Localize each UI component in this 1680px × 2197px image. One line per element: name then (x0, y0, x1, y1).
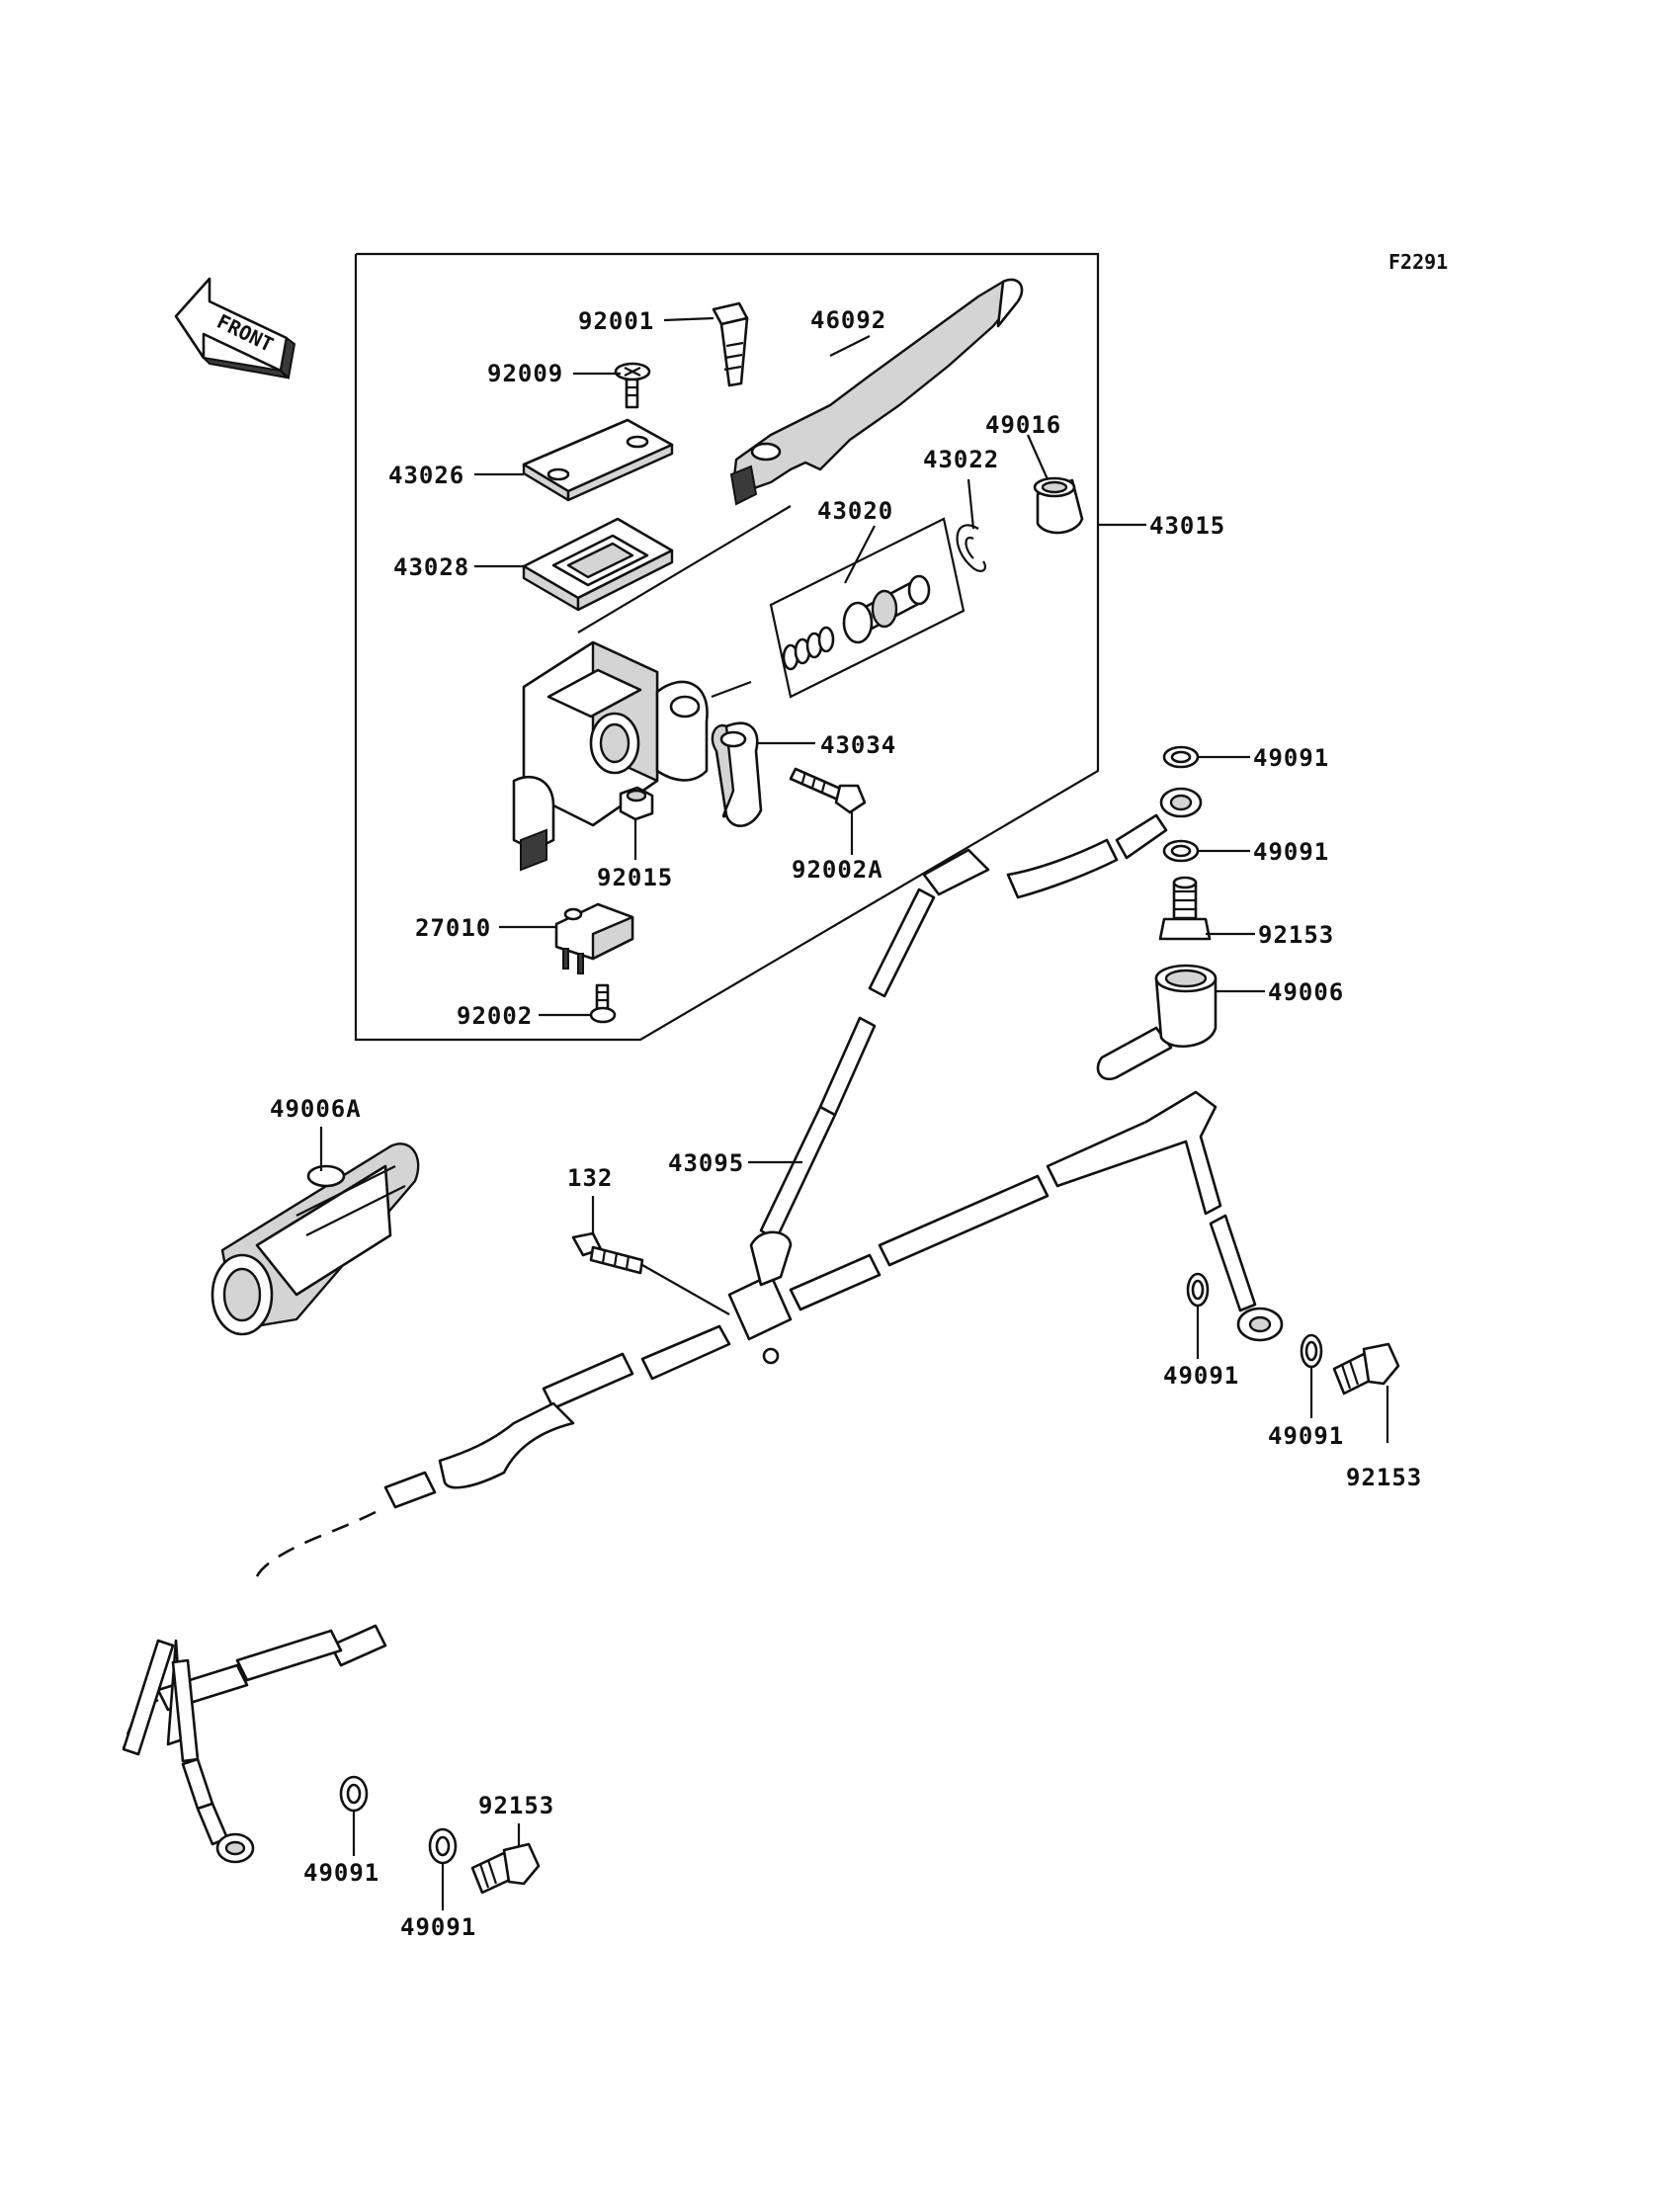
clamp-bolt (789, 767, 867, 814)
brake-hose-main (122, 787, 1284, 1864)
diagram-code: F2291 (1388, 250, 1448, 274)
banjo-bolt-left (470, 1842, 541, 1895)
part-label-43028: 43028 (393, 553, 469, 581)
part-label-49091-f: 49091 (400, 1913, 476, 1941)
part-label-49091-b: 49091 (1253, 838, 1329, 866)
lever-protector-boot (210, 1142, 420, 1336)
part-label-43034: 43034 (820, 731, 896, 759)
reservoir-diaphragm (522, 517, 674, 612)
part-label-92001: 92001 (578, 307, 654, 335)
switch-screw (589, 983, 617, 1024)
bleed-nut (619, 786, 654, 821)
part-label-49091-e: 49091 (303, 1859, 379, 1887)
leader-lines (319, 316, 1389, 1910)
part-label-46092: 46092 (810, 306, 886, 334)
front-arrow-icon: FRONT (174, 277, 296, 380)
part-label-92009: 92009 (487, 360, 563, 387)
part-label-92153-b: 92153 (1346, 1464, 1422, 1491)
reservoir-cap (522, 418, 674, 502)
reservoir-cap-screw (614, 362, 651, 409)
banjo-bolt-upper (1158, 876, 1212, 941)
brake-light-switch (554, 902, 634, 974)
part-label-49091-d: 49091 (1268, 1422, 1344, 1450)
part-label-43015: 43015 (1149, 512, 1225, 540)
part-label-92015: 92015 (597, 864, 673, 891)
dust-boot (1033, 476, 1084, 535)
reservoir-cover-boot (1096, 964, 1218, 1080)
circlip (956, 524, 987, 572)
part-label-132: 132 (567, 1164, 613, 1192)
banjo-bolt-right (1332, 1342, 1400, 1395)
part-label-43095: 43095 (668, 1149, 744, 1177)
part-label-49006a: 49006A (270, 1095, 362, 1123)
hose-joint-bolt (571, 1231, 730, 1315)
part-label-27010: 27010 (415, 914, 491, 942)
washer-lower-2 (428, 1827, 458, 1865)
part-label-43022: 43022 (923, 446, 999, 473)
part-label-49091-a: 49091 (1253, 744, 1329, 772)
washer-lower-1 (339, 1775, 369, 1813)
washer-mid-2 (1300, 1333, 1323, 1369)
master-cylinder-body (512, 505, 792, 872)
part-label-49091-c: 49091 (1163, 1362, 1239, 1390)
washer-mid-1 (1186, 1272, 1210, 1308)
brake-lever (729, 278, 1024, 506)
part-label-49016: 49016 (985, 411, 1061, 439)
part-label-92002: 92002 (457, 1002, 533, 1030)
kit-boundary (354, 252, 1100, 1042)
washer-upper-1 (1162, 745, 1200, 769)
washer-upper-2 (1162, 839, 1200, 863)
part-label-49006: 49006 (1268, 978, 1344, 1006)
part-label-43020: 43020 (817, 497, 893, 525)
part-labels: 92001 46092 92009 49016 43026 43022 4302… (270, 306, 1422, 1941)
handlebar-clamp (711, 721, 763, 827)
part-label-43026: 43026 (388, 462, 464, 489)
part-label-92002a: 92002A (792, 856, 883, 884)
lever-pivot-bolt (712, 301, 749, 387)
part-label-92153-a: 92153 (1258, 921, 1334, 949)
piston-kit (769, 517, 966, 699)
part-label-92153-c: 92153 (478, 1792, 554, 1819)
